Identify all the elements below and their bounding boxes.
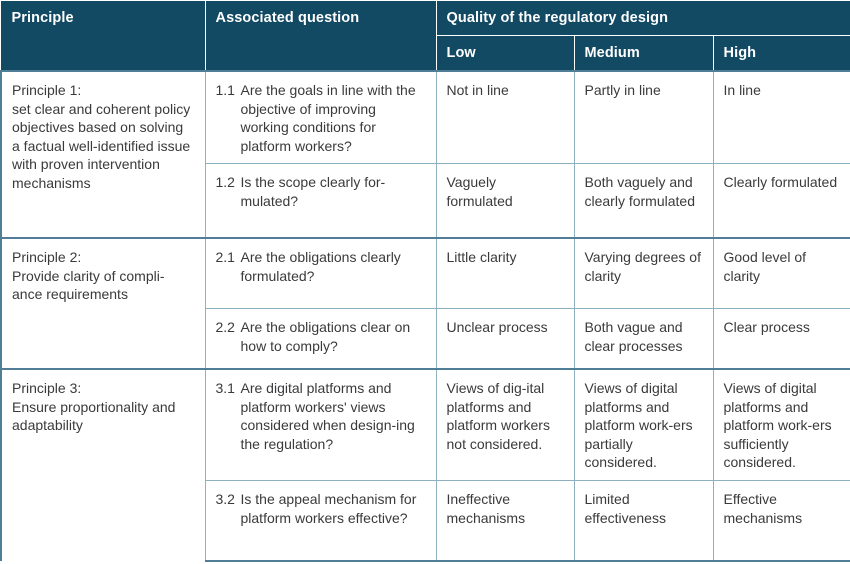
table-row: Principle 1: set clear and coherent poli… (0, 70, 850, 238)
principle-description: Ensure proportionality and adaptability (12, 398, 176, 434)
quality-low-text: Little clarity (446, 248, 517, 265)
quality-medium-text: Both vaguely and clearly formulated (584, 174, 696, 210)
quality-medium-cell: Limited effectiveness (573, 480, 714, 562)
quality-high-cell: Views of digital platforms and platform … (712, 367, 850, 482)
principle-cell: Principle 2: Provide clarity of compli-a… (0, 236, 206, 369)
principle-cell: Principle 1: set clear and coherent poli… (0, 70, 206, 238)
principle-title: Principle 3: (12, 379, 82, 396)
question-number: 3.1 (215, 379, 235, 396)
quality-low-text: Unclear process (446, 319, 548, 336)
quality-high-text: Clear process (723, 319, 810, 336)
principle-description: Provide clarity of compli-ance requireme… (12, 267, 165, 303)
question-text: Is the scope clearly for-mulated? (240, 174, 386, 210)
principle-cell: Principle 3: Ensure proportionality and … (0, 367, 206, 561)
question-number: 2.1 (215, 248, 235, 265)
question-text: Is the appeal mechanism for platform wor… (240, 491, 417, 527)
quality-low-text: Vaguely formulated (446, 174, 513, 210)
quality-low-cell: Views of dig-ital platforms and platform… (435, 367, 575, 482)
question-number: 1.2 (215, 174, 235, 191)
header-row-levels: Low Medium High (1, 35, 850, 72)
quality-medium-cell: Partly in line (573, 70, 714, 165)
table-row: 2.2 Are the obligations clear on how to … (1, 308, 850, 370)
question-cell: 3.2 Is the appeal mechanism for platform… (204, 480, 437, 562)
quality-high-cell: Clear process (712, 308, 850, 370)
quality-high-text: Effective mechanisms (723, 491, 803, 527)
question-text: Are the goals in line with the objective… (240, 82, 416, 154)
table-row: Principle 3: Ensure proportionality and … (0, 367, 850, 561)
quality-low-cell: Not in line (435, 70, 575, 165)
quality-medium-cell: Varying degrees of clarity (573, 236, 714, 310)
column-header-low: Low (435, 35, 575, 72)
principle-title: Principle 1: (12, 82, 82, 98)
quality-high-cell: In line (712, 70, 850, 165)
quality-high-cell: Good level of clarity (712, 236, 850, 310)
column-header-high: High (712, 35, 850, 72)
table-header: Principle Associated question Quality of… (0, 0, 850, 72)
quality-low-text: Views of dig-ital platforms and platform… (446, 379, 550, 452)
quality-high-text: Clearly formulated (723, 174, 838, 191)
table-row: Principle 2: Provide clarity of compli-a… (0, 236, 850, 369)
question-text: Are digital platforms and platform worke… (240, 379, 415, 452)
quality-medium-text: Varying degrees of clarity (584, 248, 701, 284)
principle-description: set clear and coherent policy objectives… (12, 100, 191, 192)
quality-low-cell: Vaguely formulated (435, 163, 575, 239)
quality-medium-cell: Both vague and clear processes (573, 308, 714, 370)
quality-medium-text: Partly in line (584, 82, 661, 98)
principle-title: Principle 2: (12, 248, 82, 265)
quality-high-text: Views of digital platforms and platform … (723, 379, 832, 471)
quality-low-cell: Unclear process (435, 308, 575, 370)
question-cell: 1.1 Are the goals in line with the objec… (204, 70, 437, 165)
quality-high-cell: Effective mechanisms (712, 480, 850, 562)
quality-low-text: Ineffective mechanisms (446, 491, 526, 527)
table-body: Principle 1: set clear and coherent poli… (0, 70, 850, 562)
question-cell: 1.2 Is the scope clearly for-mulated? (204, 163, 437, 239)
column-header-associated-question: Associated question (204, 0, 437, 72)
question-text: Are the obligations clear on how to comp… (240, 319, 411, 355)
quality-low-text: Not in line (446, 82, 509, 98)
column-header-quality-group: Quality of the regulatory design (435, 0, 850, 36)
column-header-medium: Medium (573, 35, 714, 72)
quality-low-cell: Ineffective mechanisms (435, 480, 575, 562)
question-cell: 2.2 Are the obligations clear on how to … (204, 308, 437, 370)
quality-medium-text: Views of digital platforms and platform … (584, 379, 693, 471)
column-header-principle: Principle (0, 0, 206, 72)
quality-medium-text: Limited effectiveness (584, 491, 666, 527)
question-cell: 2.1 Are the obligations clearly formulat… (204, 236, 437, 310)
question-text: Are the obligations clearly formulated? (240, 248, 401, 284)
question-number: 3.2 (215, 491, 235, 508)
quality-low-cell: Little clarity (435, 236, 575, 310)
header-row-top: Principle Associated question Quality of… (0, 0, 850, 72)
question-number: 1.1 (215, 82, 235, 98)
quality-medium-text: Both vague and clear processes (584, 319, 683, 355)
quality-medium-cell: Views of digital platforms and platform … (573, 367, 714, 482)
quality-medium-cell: Both vaguely and clearly formulated (573, 163, 714, 239)
question-cell: 3.1 Are digital platforms and platform w… (204, 367, 437, 482)
question-number: 2.2 (215, 319, 235, 336)
table-row: 1.2 Is the scope clearly for-mulated? Va… (1, 163, 850, 239)
quality-high-text: Good level of clarity (723, 248, 807, 284)
quality-high-cell: Clearly formulated (712, 163, 850, 239)
table-row: 3.2 Is the appeal mechanism for platform… (1, 480, 850, 562)
quality-high-text: In line (723, 82, 761, 98)
